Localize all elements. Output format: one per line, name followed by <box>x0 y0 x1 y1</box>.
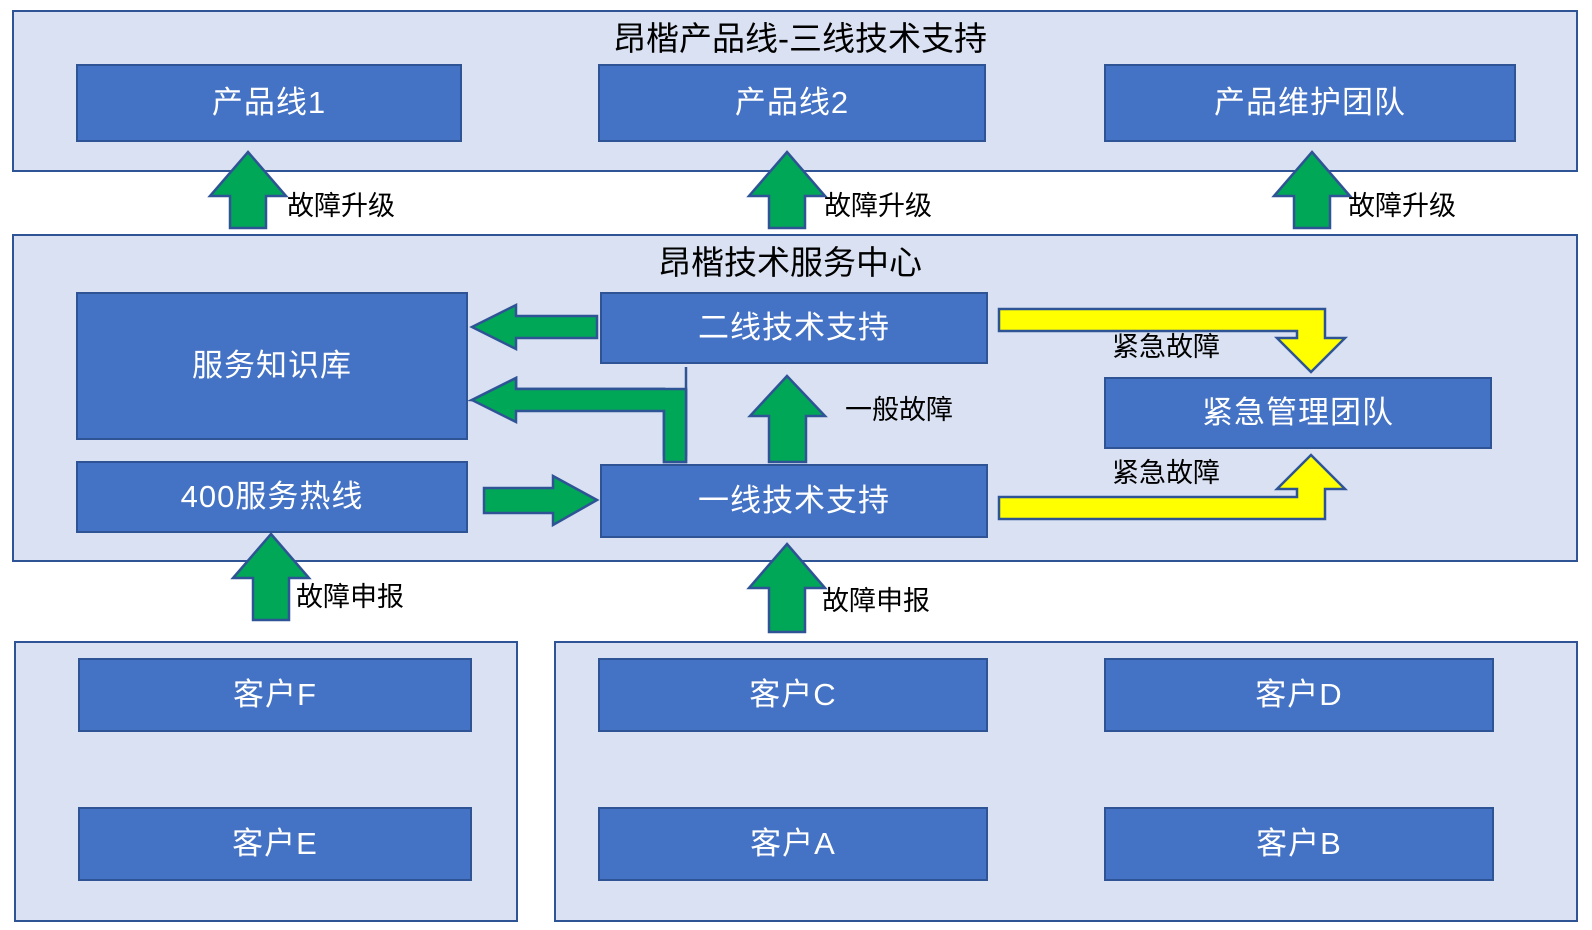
label-escalation-3: 故障升级 <box>1348 191 1456 221</box>
node-400-service-hotline[interactable]: 400服务热线 <box>76 461 468 533</box>
label-report-left: 故障申报 <box>296 582 404 612</box>
label-urgent-fault-up: 紧急故障 <box>1112 458 1220 488</box>
node-customer-a[interactable]: 客户A <box>598 807 988 881</box>
group-tier3-title: 昂楷产品线-三线技术支持 <box>613 20 987 57</box>
label-urgent-fault-down: 紧急故障 <box>1112 332 1220 362</box>
label-report-right: 故障申报 <box>822 586 930 616</box>
label-escalation-2: 故障升级 <box>824 191 932 221</box>
node-customer-e[interactable]: 客户E <box>78 807 472 881</box>
node-tier1-support[interactable]: 一线技术支持 <box>600 464 988 538</box>
group-service-center-title: 昂楷技术服务中心 <box>658 244 922 281</box>
node-customer-c[interactable]: 客户C <box>598 658 988 732</box>
node-customer-b[interactable]: 客户B <box>1104 807 1494 881</box>
node-service-knowledge-base[interactable]: 服务知识库 <box>76 292 468 440</box>
node-customer-d[interactable]: 客户D <box>1104 658 1494 732</box>
node-product-maintenance-team[interactable]: 产品维护团队 <box>1104 64 1516 142</box>
label-general-fault: 一般故障 <box>845 395 953 425</box>
node-customer-f[interactable]: 客户F <box>78 658 472 732</box>
node-tier2-support[interactable]: 二线技术支持 <box>600 292 988 364</box>
label-escalation-1: 故障升级 <box>287 191 395 221</box>
node-emergency-management-team[interactable]: 紧急管理团队 <box>1104 377 1492 449</box>
node-product-line-2[interactable]: 产品线2 <box>598 64 986 142</box>
node-product-line-1[interactable]: 产品线1 <box>76 64 462 142</box>
